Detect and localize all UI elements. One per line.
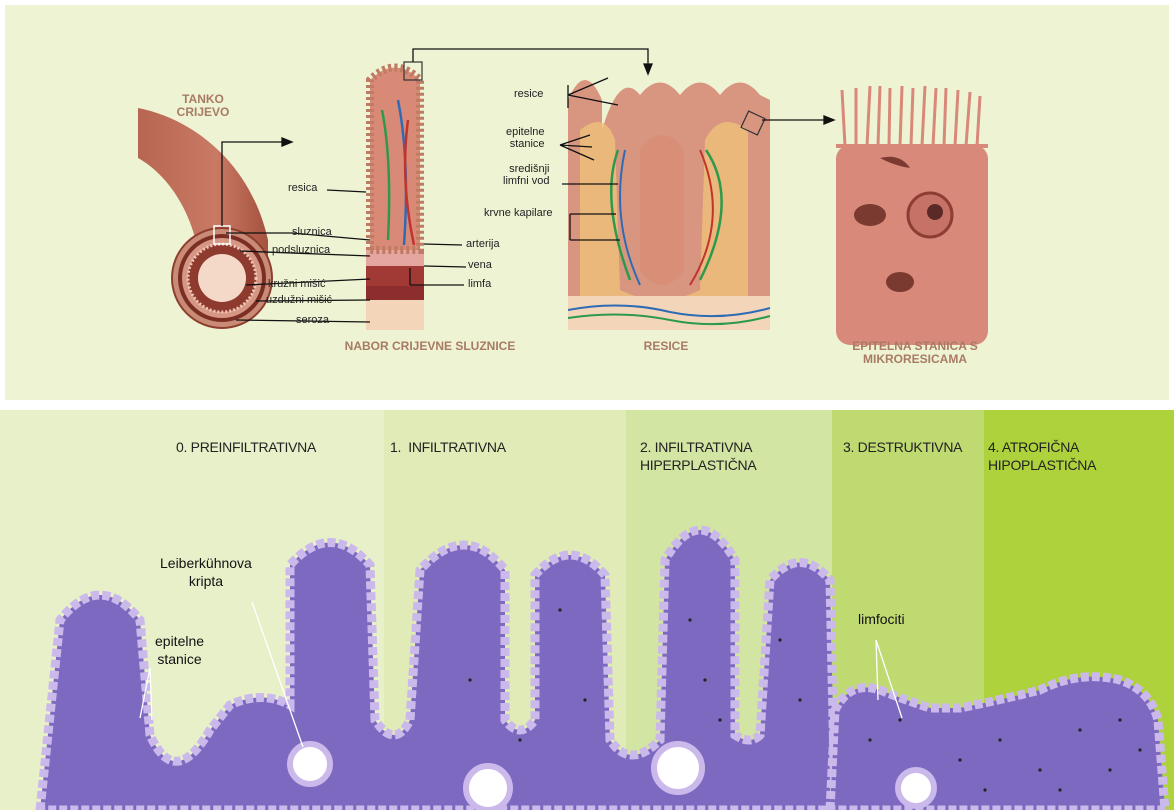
- stage-label-1: 1. INFILTRATIVNA: [390, 438, 506, 456]
- label-seroza: seroza: [296, 314, 329, 326]
- stage-label-3: 3. DESTRUKTIVNA: [843, 438, 962, 456]
- label-leiberkuhn-crypt: Leiberkühnova kripta: [160, 554, 252, 590]
- label-resica: resica: [288, 182, 317, 194]
- mucosa-fold-drawing: [366, 62, 424, 330]
- label-limfociti: limfociti: [858, 610, 905, 628]
- title-villi: RESICE: [636, 340, 696, 353]
- label-vena: vena: [468, 259, 492, 271]
- label-epitelne-stanice-bottom: epitelne stanice: [155, 632, 204, 668]
- stage-label-4: 4. ATROFIČNA HIPOPLASTIČNA: [988, 438, 1096, 474]
- title-epithelial-cell: EPITELNA STANICA S MIKRORESICAMA: [830, 340, 1000, 366]
- stage-label-2: 2. INFILTRATIVNA HIPERPLASTIČNA: [640, 438, 756, 474]
- label-podsluznica: podsluznica: [272, 244, 330, 256]
- title-small-intestine: TANKO CRIJEVO: [168, 93, 238, 119]
- label-uzduzni-misic: uzdužni mišić: [266, 294, 332, 306]
- villi-drawing: [568, 80, 770, 330]
- small-intestine-drawing: [138, 108, 272, 328]
- title-mucosa-fold: NABOR CRIJEVNE SLUZNICE: [330, 340, 530, 353]
- label-sluznica: sluznica: [292, 226, 332, 238]
- label-arterija: arterija: [466, 238, 500, 250]
- label-epitelne-stanice-top: epitelne stanice: [506, 126, 545, 150]
- stage-label-0: 0. PREINFILTRATIVNA: [176, 438, 316, 456]
- epithelial-cell-drawing: [836, 86, 988, 345]
- label-kruzni-misic: kružni mišić: [268, 278, 325, 290]
- label-limfa: limfa: [468, 278, 491, 290]
- label-krvne-kapilare: krvne kapilare: [484, 207, 552, 219]
- label-sredisnji-limfni-vod: središnji limfni vod: [503, 163, 549, 187]
- label-resice: resice: [514, 88, 543, 100]
